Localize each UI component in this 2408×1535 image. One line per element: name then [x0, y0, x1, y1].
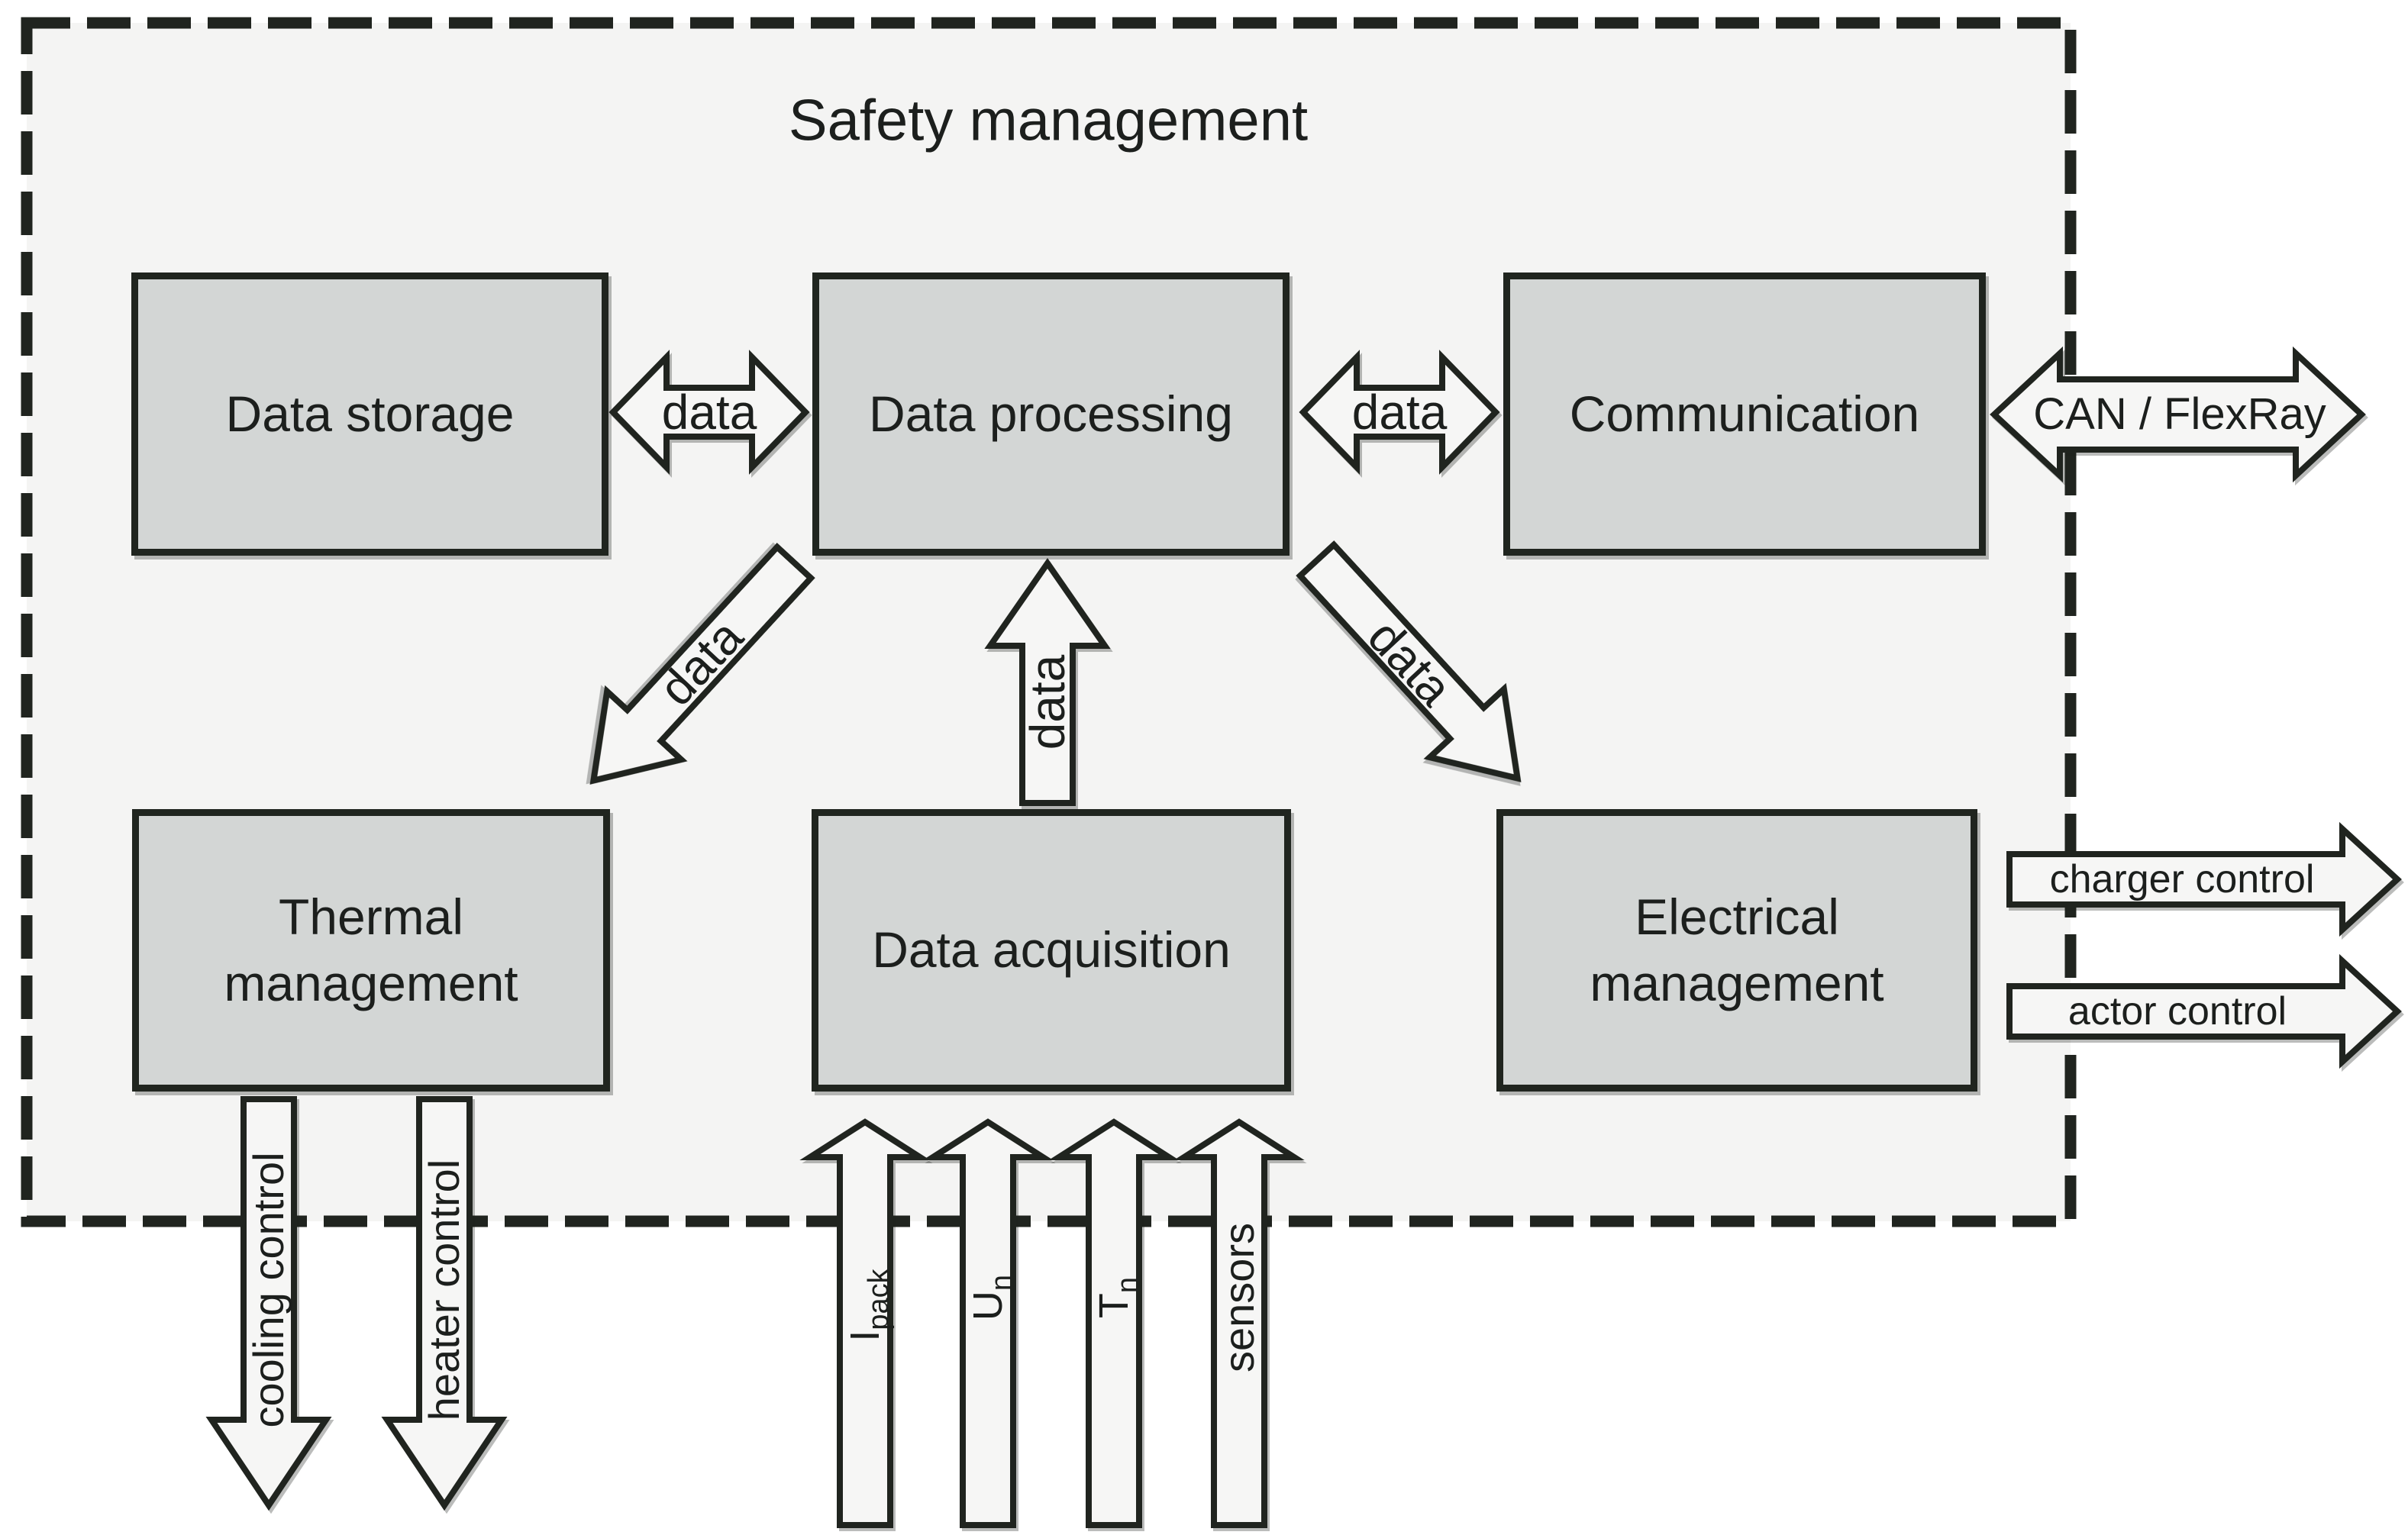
diagram-title: Safety management [788, 88, 1309, 153]
un-symbol: U [965, 1291, 1011, 1321]
arrow-label-sensors: sensors [1215, 1222, 1263, 1373]
tn-symbol: T [1091, 1293, 1137, 1319]
arrow-label-ipack: Ipack [842, 1269, 895, 1342]
block-label: Electrical management [1590, 888, 1884, 1011]
block-label: Communication [1569, 385, 1920, 442]
ipack-symbol: I [842, 1330, 888, 1342]
block-thermal-management: Thermal management [132, 809, 610, 1092]
block-label: Data acquisition [872, 921, 1231, 979]
block-data-acquisition: Data acquisition [812, 809, 1291, 1092]
arrow-label-storage-processing: data [661, 385, 757, 440]
arrow-label-cooling-control: cooling control [244, 1152, 292, 1428]
arrow-label-un: Un [965, 1275, 1018, 1321]
block-communication: Communication [1503, 272, 1986, 556]
block-label: Data processing [869, 385, 1233, 442]
arrow-label-heater-control: heater control [420, 1159, 468, 1421]
block-label: Thermal management [224, 888, 518, 1011]
arrow-label-charger-control: charger control [2049, 857, 2315, 901]
un-subscript: n [985, 1274, 1018, 1292]
block-electrical-management: Electrical management [1496, 809, 1977, 1092]
arrow-label-acquisition-processing: data [1020, 654, 1075, 750]
arrow-label-processing-communication: data [1351, 385, 1448, 440]
block-label: Data storage [225, 385, 515, 442]
arrow-label-can-flexray: CAN / FlexRay [2033, 389, 2326, 439]
tn-subscript: n [1111, 1276, 1144, 1294]
block-data-storage: Data storage [131, 272, 608, 556]
arrow-label-actor-control: actor control [2067, 989, 2287, 1034]
arrow-label-tn: Tn [1091, 1277, 1144, 1319]
ipack-subscript: pack [862, 1269, 895, 1330]
block-data-processing: Data processing [812, 272, 1290, 556]
